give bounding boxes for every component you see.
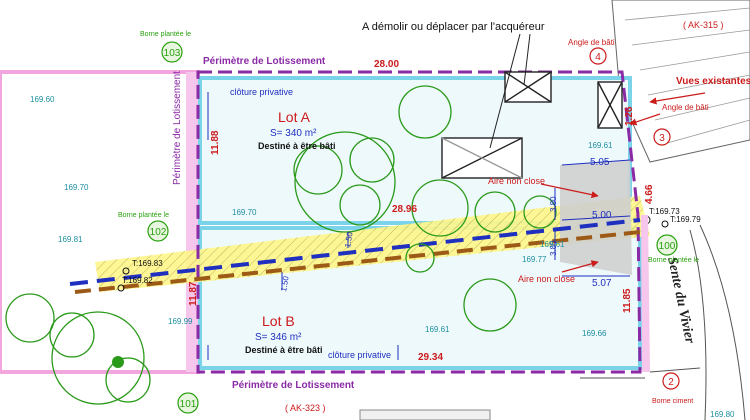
spot-h3: 169.81 [58, 235, 83, 244]
vues-arrow [649, 92, 706, 105]
road-edges [580, 224, 746, 420]
dim-507: 5.07 [592, 278, 612, 289]
spot-h7: 169.61 [540, 240, 565, 249]
demolish-note: A démolir ou déplacer par l'acquéreur [362, 21, 545, 33]
marker-3-label: 3 [659, 133, 665, 144]
aire-label-1: Aire non close [488, 176, 545, 186]
lot-b-purpose: Destiné à être bâti [245, 345, 323, 355]
dim-505: 5.05 [590, 157, 610, 168]
spot-h6: 169.61 [588, 141, 613, 150]
survey-markers [147, 41, 680, 414]
dim-right-mid: 4.66 [644, 184, 655, 204]
parcel-bottom: ( AK-323 ) [285, 403, 326, 413]
spot-h1: 169.60 [30, 95, 55, 104]
dim-left-a: 11.88 [210, 130, 221, 155]
spot-h9: 169.66 [582, 329, 607, 338]
dim-380a: 3.80 [549, 196, 558, 212]
marker-3 [653, 128, 671, 146]
marker-4-label: 4 [595, 52, 601, 63]
bottom-building-edge [359, 409, 491, 420]
lot-a-area [198, 76, 632, 225]
marker-100 [656, 234, 678, 256]
spot-h4: 169.99 [168, 317, 193, 326]
perimeter-top-label: Périmètre de Lotissement [203, 56, 326, 67]
sente-label: Sente du Vivier [664, 256, 697, 346]
marker-101 [177, 392, 199, 414]
dim-top: 28.00 [374, 59, 399, 70]
lot-b-area-text: S= 346 m² [255, 332, 302, 343]
marker-103-label: 103 [164, 48, 181, 59]
spot-h11: 169.80 [710, 410, 735, 419]
dim-bottom: 29.34 [418, 352, 443, 363]
marker-100-label: 100 [659, 241, 676, 252]
fence-bottom-label: clôture privative [328, 350, 391, 360]
left-parcel-border [0, 70, 200, 374]
angle-arrow-1 [629, 113, 661, 126]
lot-a-area-text: S= 340 m² [270, 128, 317, 139]
aire-arrow-top [540, 183, 599, 199]
dim-150a: 1.50 [343, 231, 355, 248]
borne-plantee-1: Borne plantée le [140, 31, 191, 38]
parcel-top-right: ( AK-315 ) [683, 20, 724, 30]
aire-label-2: Aire non close [518, 274, 575, 284]
borne-ciment: Borne ciment [652, 398, 693, 405]
dim-500: 5.00 [592, 210, 612, 221]
servitude-corridor [95, 196, 650, 292]
perimeter-left-label: Périmètre de Lotissement [172, 71, 183, 185]
lot-b-name: Lot B [262, 313, 295, 329]
spot-h2: 169.70 [64, 183, 89, 192]
tree-t4: T:169.79 [670, 215, 701, 224]
perimeter-bottom-label: Périmètre de Lotissement [232, 380, 355, 391]
dim-150b: 1.50 [279, 275, 291, 292]
right-pink-border [641, 215, 650, 372]
lot-a-purpose: Destiné à être bâti [258, 141, 336, 151]
vegetation [5, 85, 557, 405]
borne-plantee-2: Borne plantée le [118, 212, 169, 219]
dimension-lines [207, 92, 631, 360]
marker-102 [147, 220, 169, 242]
dim-380b: 3.80 [549, 240, 558, 256]
dim-left-b: 11.87 [188, 281, 199, 306]
borne-plantee-3: Borne plantée le [648, 257, 699, 264]
network-blue [69, 218, 641, 286]
tree-t1: T:169.83 [132, 259, 163, 268]
pink-column [186, 72, 198, 372]
dim-middle: 28.96 [392, 204, 417, 215]
tree-t2: T:169.82 [122, 276, 153, 285]
lot-a-name: Lot A [278, 109, 311, 125]
dim-right-b: 11.85 [622, 288, 633, 313]
marker-103 [161, 41, 183, 63]
tree-trunk [112, 356, 124, 368]
marker-2 [662, 372, 680, 390]
spot-h8: 169.61 [425, 325, 450, 334]
marker-101-label: 101 [180, 399, 197, 410]
aire-arrow-bottom [561, 260, 599, 273]
spot-h10: 169.77 [522, 255, 547, 264]
fence-top-label: clôture privative [230, 87, 293, 97]
dim-right-top: 1.26 [624, 106, 635, 126]
marker-2-label: 2 [668, 377, 674, 388]
angle-bati-2: Angle de bâti [662, 103, 709, 112]
spot-h5: 169.70 [232, 208, 257, 217]
marker-102-label: 102 [150, 227, 167, 238]
demolish-pointers [489, 33, 531, 149]
angle-bati-1: Angle de bâti [568, 38, 615, 47]
marker-4 [589, 47, 607, 65]
tree-t3: T:169.73 [649, 207, 680, 216]
buildings-to-demolish [441, 71, 623, 179]
vues-label: Vues existantes [676, 76, 750, 87]
